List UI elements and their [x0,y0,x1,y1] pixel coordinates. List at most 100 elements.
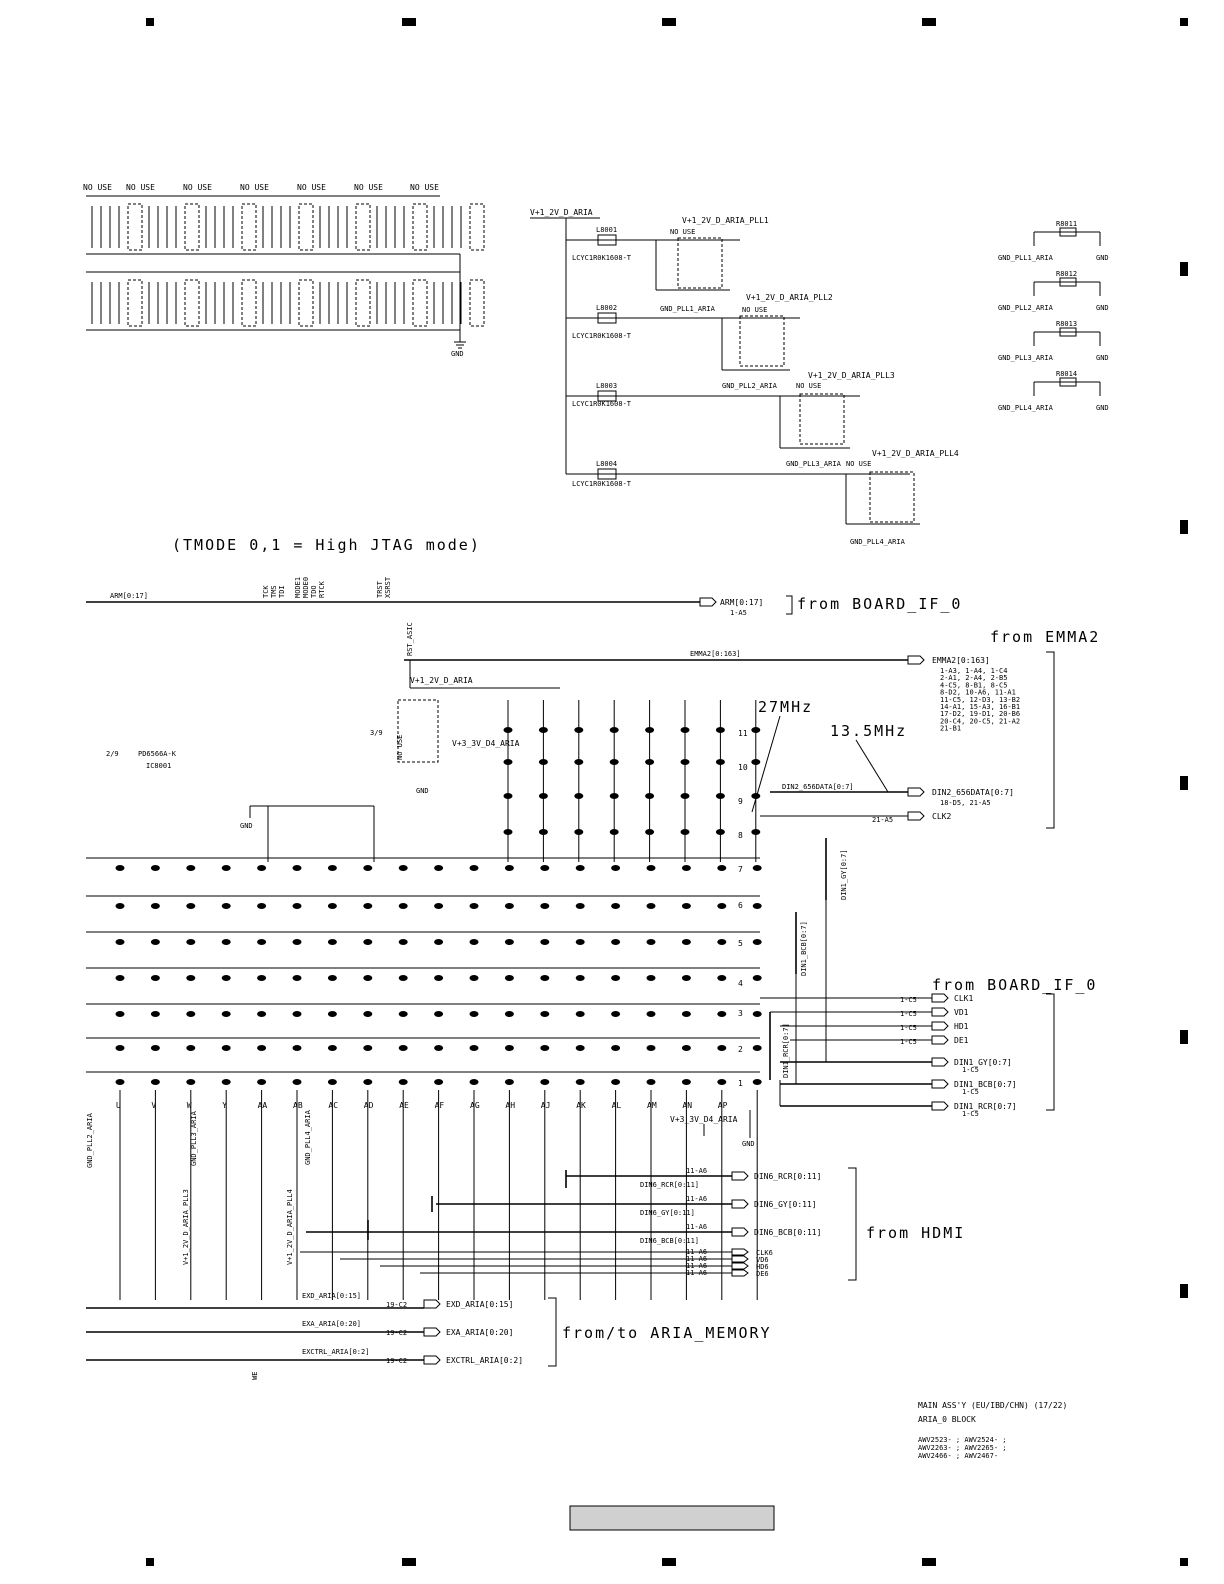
vert-net: GND_PLL4_ARIA [304,1109,312,1165]
ball-pad [504,975,514,981]
capacitor-cells [91,203,485,327]
din2-port: DIN2_656DATA[0:7] [932,788,1014,797]
ball-pad [504,939,514,945]
ic-rail-33: V+3_3V_D4_ARIA [452,739,520,748]
inductor-part: LCYC1R0K1608-T [572,254,632,262]
ball-pad [150,865,160,871]
ball-pad [504,1011,514,1017]
arm-wire-label: ARM[0:17] [110,592,148,600]
footer-model: AWV2523- ; AWV2524- ; [918,1436,1007,1444]
sub-sheet: 3/9 [370,729,383,737]
ball-pad [115,975,125,981]
registration-marks [146,18,1188,1566]
no-use-label: NO USE [126,183,155,192]
ball-pad [611,939,621,945]
ic-sheet-no: 2/9 [106,750,119,758]
no-use-label: NO USE [83,183,112,192]
row-number: 7 [738,865,743,874]
column-letter: AM [647,1101,657,1110]
din1-port-ref: 1-C5 [962,1088,979,1096]
jtag-pin: TDO [310,585,318,598]
ball-pad [540,1079,550,1085]
capacitor-body [127,279,143,327]
hdmi-sync-ref: 11-A6 [686,1269,707,1277]
port-connector [731,1269,749,1277]
mem-wire-label: EXCTRL_ARIA[0:2] [302,1348,369,1356]
capacitor-body [355,203,371,251]
capacitor-body [298,279,314,327]
row-number: 9 [738,797,743,806]
resistor-ref: R8014 [1056,370,1077,378]
pll-rail: V+1_2V_D_ARIA_PLL2 [746,293,833,302]
vert-net: V+1_2V_D_ARIA_PLL4 [286,1189,294,1265]
jtag-pin: MODE0 [302,577,310,598]
ball-pad [363,939,373,945]
ball-pad [363,903,373,909]
column-letter: AK [576,1101,586,1110]
resistor-ref: R8013 [1056,320,1077,328]
ball-pad [292,865,302,871]
emma-ref: 4-C5, 8-B1, 8-C5 [940,681,1007,689]
ball-pad [115,1045,125,1051]
ball-pad [292,1011,302,1017]
hdmi-ref: 11-A6 [686,1167,707,1175]
gnd-label: GND [451,350,464,358]
pll-rail: V+1_2V_D_ARIA_PLL1 [682,216,769,225]
din2-section: 27MHz 13.5MHz DIN2_656DATA[0:7] DIN2_656… [751,698,1014,824]
gnd-label: GND [240,822,253,830]
column-letter: AA [258,1101,268,1110]
ball-pad [186,903,196,909]
ball-pad [717,1079,727,1085]
ball-pad [150,1011,160,1017]
inductor-part: LCYC1R0K1608-T [572,332,632,340]
ball-pad [221,939,231,945]
ball-pad [469,1011,479,1017]
hdmi-port: DIN6_RCR[0:11] [754,1172,821,1181]
hdmi-sync-port: HD6 [756,1263,769,1271]
ball-pad [681,975,691,981]
board-if-port: CLK1 [954,994,973,1003]
hdmi-wire-label: DIN6_BCB[0:11] [640,1237,699,1245]
row-number: 6 [738,901,743,910]
ball-pad [115,865,125,871]
gnd-label: GND [416,787,429,795]
hdmi-sync-ref: 11-A6 [686,1262,707,1270]
tmode-note: (TMODE 0,1 = High JTAG mode) [172,536,481,554]
ball-pad [186,1079,196,1085]
ball-pad [257,903,267,909]
ball-pad [221,1045,231,1051]
ball-pad [611,865,621,871]
ball-pad [752,865,762,871]
ball-pad [363,975,373,981]
row-number: 1 [738,1079,743,1088]
ball-pad [257,1011,267,1017]
capacitor-bank: NO USE NO USE NO USE NO USE NO USE NO US… [83,183,485,358]
din2-ref: 18-D5, 21-A5 [940,799,991,807]
ball-pad [186,939,196,945]
ball-pad [504,1079,514,1085]
ball-pad [717,865,727,871]
row-number: 8 [738,831,743,840]
port-connector [731,1171,749,1181]
ball-pad [752,903,762,909]
from-emma2: from EMMA2 [990,628,1100,646]
column-letter: AB [293,1101,303,1110]
ball-pad [115,1079,125,1085]
ball-pad [717,1045,727,1051]
board-if-port: HD1 [954,1022,969,1031]
capacitor-body [469,203,485,251]
pll-rail: V+1_2V_D_ARIA_PLL3 [808,371,895,380]
resistor-body [1059,227,1077,237]
clk2-port: CLK2 [932,812,951,821]
ball-pad [363,1079,373,1085]
ball-pad [646,1079,656,1085]
ball-pad [327,1079,337,1085]
emma-wire-label: EMMA2[0:163] [690,650,741,658]
mem-port: EXCTRL_ARIA[0:2] [446,1356,523,1365]
ball-pad [327,903,337,909]
ball-pad [327,975,337,981]
port-connector [423,1299,441,1309]
emma-ref: 8-D2, 10-A6, 11-A1 [940,689,1016,697]
